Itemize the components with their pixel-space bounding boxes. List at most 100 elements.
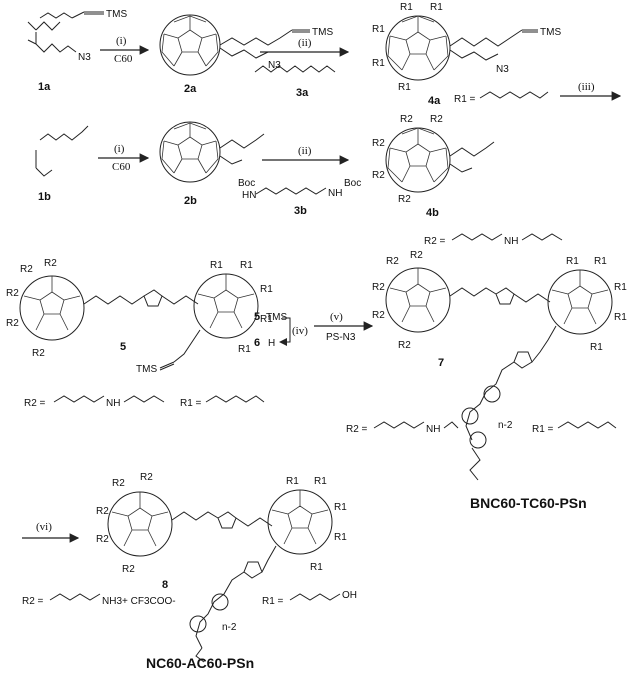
nh-label-5: NH [106,398,120,409]
r2-label: R2 [96,534,109,545]
r1-label: R1 [260,314,273,325]
label-3b: 3b [294,205,307,217]
step-v-label: (v) [330,311,343,323]
compound-7: R2 R2 R2 R2 R2 R1 R1 R1 R1 R1 n-2 7 [372,250,627,481]
r1-label: R1 [398,82,411,93]
compound-4a: R1 R1 R1 R1 R1 TMS N3 4a [372,2,561,107]
r2-label: R2 [20,264,33,275]
label-8: 8 [162,579,168,591]
r1-label: R1 [614,312,627,323]
c60-reagent-row2: C60 [112,161,131,173]
r2-label: R2 [140,472,153,483]
c60-reagent: C60 [114,53,133,65]
step-i-label-row2: (i) [114,143,125,155]
r2-label: R2 [386,256,399,267]
tms-label-2a: TMS [312,27,333,38]
nh-right: NH [328,188,342,199]
r1-label: R1 [566,256,579,267]
r1-label: R1 [334,532,347,543]
compound-1a: TMS N3 1a [27,9,127,93]
arrow-step-iii: (iii) [560,81,622,101]
r1-label: R1 [590,342,603,353]
label-2a: 2a [184,83,197,95]
r2-label: R2 [372,170,385,181]
product-7-name: BNC60-TC60-PSn [470,495,587,511]
r-definitions-row3-right: R2 = NH R1 = [346,421,617,435]
r1-label: R1 [238,344,251,355]
r2-label: R2 [398,194,411,205]
step-ii-label-row1: (ii) [298,37,312,49]
r2-label: R2 [372,138,385,149]
r1-label: R1 [310,562,323,573]
step-iv-box: 5 TMS 6 H (iv) [254,311,308,349]
compound-4b: R2 R2 R2 R2 R2 4b [372,114,495,219]
step-ii-label-row2: (ii) [298,145,312,157]
compound-1b: 1b [35,125,89,203]
step-iv-label: (iv) [292,325,308,337]
r2-def-label-5: R2 = [24,398,46,409]
r-definitions-row4: R2 = NH3+ CF3COO- R1 = OH [22,590,357,607]
r2-label: R2 [6,318,19,329]
r1-label: R1 [400,2,413,13]
r1-label: R1 [260,284,273,295]
label-5: 5 [120,341,126,353]
r1-def-label-7: R1 = [532,424,554,435]
r2-label: R2 [410,250,423,261]
tms-label-5: TMS [136,364,157,375]
boc-right: Boc [344,178,361,189]
r1-label: R1 [372,24,385,35]
compound-2a: TMS N3 2a [159,14,333,95]
compound-8: R2 R2 R2 R2 R2 R1 R1 R1 R1 R1 n-2 8 [96,472,347,663]
nh-label-7: NH [426,424,440,435]
r2-label: R2 [96,506,109,517]
arrow-step-vi: (vi) [22,521,80,543]
arrow-step-i-row1: (i) C60 [100,35,150,65]
r2-def-label-7: R2 = [346,424,368,435]
n-2-label-7: n-2 [498,420,513,431]
step-iii-label: (iii) [578,81,595,93]
r1-def-label-8: R1 = [262,596,284,607]
label-2b: 2b [184,195,197,207]
r2-label: R2 [44,258,57,269]
boc-left: Boc [238,178,255,189]
label-1a: 1a [38,81,51,93]
product-8-name: NC60-AC60-PSn [146,655,254,671]
label-1b: 1b [38,191,51,203]
n3-label-1a: N3 [78,52,91,63]
arrow-step-ii-row2: (ii) Boc HN NH Boc 3b [238,145,361,217]
tms-label-1a: TMS [106,9,127,20]
r2-label: R2 [430,114,443,125]
label-4b: 4b [426,207,439,219]
r2-label: R2 [372,310,385,321]
n3-label-4a: N3 [496,64,509,75]
r1-label: R1 [240,260,253,271]
r2-definition-row2: R2 = NH [424,233,563,247]
r1-def-label: R1 = [454,94,476,105]
label-5-side: 5 [254,311,260,323]
r1-label: R1 [430,2,443,13]
r2-label: R2 [6,288,19,299]
arrow-step-v: (v) PS-N3 [314,311,374,343]
r2-label: R2 [32,348,45,359]
r1-label: R1 [594,256,607,267]
label-7: 7 [438,357,444,369]
r1-label: R1 [210,260,223,271]
r1-label: R1 [314,476,327,487]
label-6: 6 [254,337,260,349]
r2-label: R2 [372,282,385,293]
r1-label: R1 [372,58,385,69]
hn-left: HN [242,190,256,201]
step-vi-label: (vi) [36,521,52,533]
compound-5: R2 R2 R2 R2 R2 R1 R1 R1 R1 R1 TMS 5 [6,258,273,375]
n-2-label-8: n-2 [222,622,237,633]
r1-definition-row1: R1 = [454,91,549,105]
nh-r2: NH [504,236,518,247]
r2-label: R2 [122,564,135,575]
r2-label: R2 [112,478,125,489]
r1-label: R1 [614,282,627,293]
r1-label: R1 [334,502,347,513]
arrow-step-ii-row1: (ii) 3a [254,37,350,99]
label-4a: 4a [428,95,441,107]
n3-label-2a: N3 [268,60,281,71]
